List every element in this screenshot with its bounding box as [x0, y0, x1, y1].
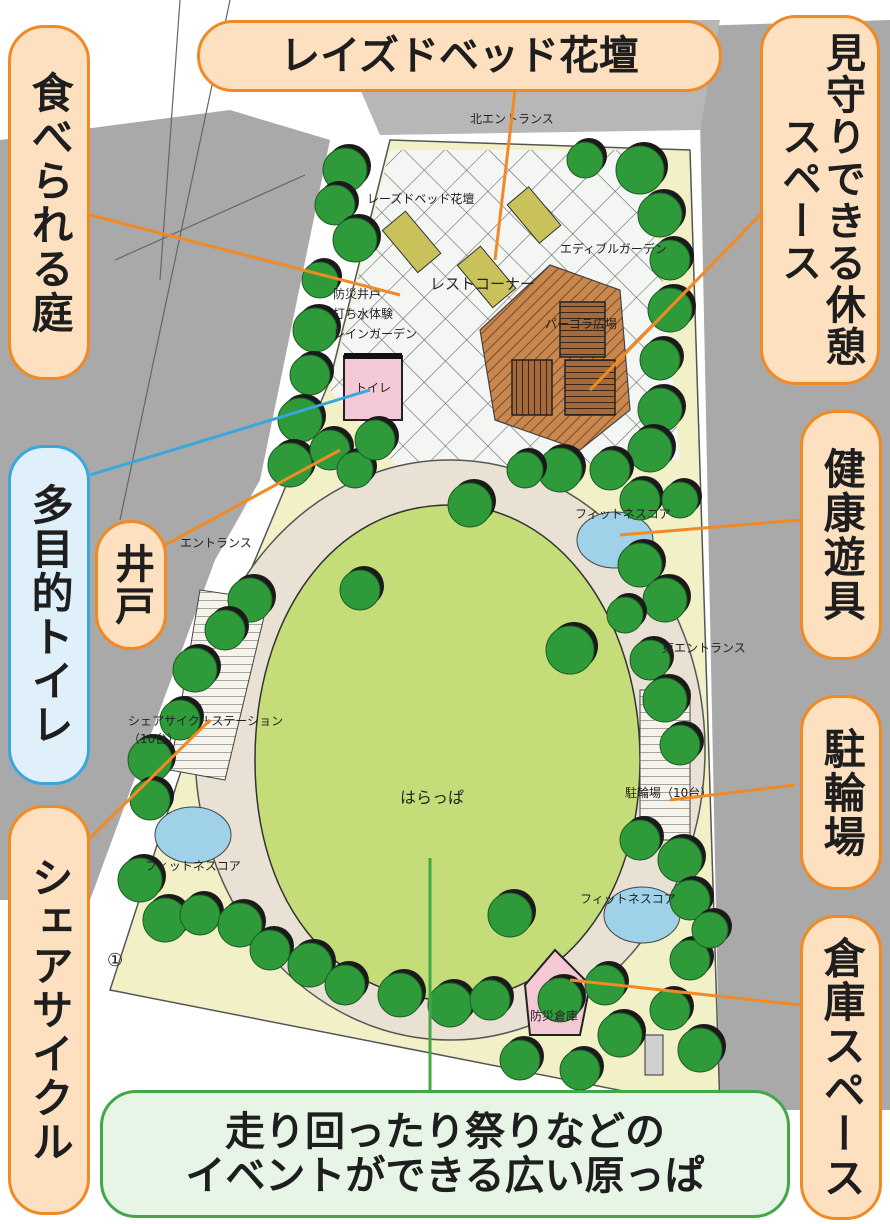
tree — [267, 442, 313, 488]
tree — [606, 596, 644, 634]
pergola-bench-1 — [511, 359, 553, 416]
label-share-cycle-station: シェアサイクルステーション（10台） — [128, 714, 284, 746]
callout-storage: 倉庫スペース — [800, 915, 882, 1220]
tree — [249, 929, 291, 971]
callout-fitness-equipment: 健康遊具 — [800, 410, 882, 660]
tree — [617, 542, 663, 588]
fitness-zone-w — [154, 806, 232, 864]
callout-multipurpose-toilet: 多目的トイレ — [8, 445, 90, 785]
tree — [661, 481, 699, 519]
label-rain-garden: レインガーデン — [333, 327, 418, 341]
label-north-entrance: 北エントランス — [470, 112, 554, 126]
label-storehouse: 防災倉庫 — [530, 1009, 579, 1023]
tree — [332, 217, 378, 263]
tree — [277, 397, 323, 443]
storehouse-small — [644, 1034, 664, 1076]
tree — [589, 449, 631, 491]
tree — [129, 779, 171, 821]
label-raised-flowerbed: レーズドベッド花壇 — [367, 192, 475, 206]
tree — [629, 639, 671, 681]
tree — [642, 677, 688, 723]
tree — [354, 419, 396, 461]
tree — [499, 1039, 541, 1081]
label-pergola: パーゴラ広場 — [545, 317, 618, 331]
callout-watch-rest: 見守りできる休憩スペース — [760, 15, 880, 385]
tree — [657, 837, 703, 883]
tree — [637, 192, 683, 238]
pergola-bench-3 — [564, 359, 616, 416]
tree — [447, 482, 493, 528]
label-disaster-well: 防災井戸 — [333, 287, 382, 301]
callout-bicycle-parking: 駐輪場 — [800, 695, 882, 890]
callout-edible-garden: 食べられる庭 — [8, 25, 90, 380]
callout-open-field: 走り回ったり祭りなどの イベントができる広い原っぱ — [100, 1090, 790, 1218]
tree — [639, 339, 681, 381]
tree — [647, 287, 693, 333]
tree — [615, 145, 665, 195]
tree — [204, 609, 246, 651]
tree — [287, 942, 333, 988]
tree — [469, 979, 511, 1021]
tree — [545, 625, 595, 675]
label-number-mark: ① — [107, 950, 124, 971]
tree — [691, 911, 729, 949]
tree — [584, 964, 626, 1006]
callout-raised-bed: レイズドベッド花壇 — [197, 20, 722, 92]
callout-well: 井戸 — [95, 520, 167, 650]
tree — [619, 819, 661, 861]
tree — [659, 724, 701, 766]
label-fitness-w: フィットネスコア — [145, 859, 241, 873]
tree — [117, 857, 163, 903]
tree — [506, 451, 544, 489]
label-toilet: トイレ — [355, 381, 392, 395]
tree — [172, 647, 218, 693]
raised-bed-2 — [456, 245, 517, 309]
tree — [292, 307, 338, 353]
tree — [669, 879, 711, 921]
tree — [677, 1027, 723, 1073]
tree — [377, 972, 423, 1018]
label-water-sprinkle: 打ち水体験 — [333, 307, 394, 321]
tree — [427, 982, 473, 1028]
label-field: はらっぱ — [400, 788, 465, 807]
label-fitness-se: フィットネスコア — [580, 892, 676, 906]
tree — [642, 577, 688, 623]
tree — [559, 1049, 601, 1091]
tree — [324, 964, 366, 1006]
tree — [566, 141, 604, 179]
label-edible-garden: エディブルガーデン — [560, 242, 667, 256]
label-east-entrance: 東エントランス — [662, 641, 746, 655]
tree — [217, 902, 263, 948]
lawn — [254, 504, 641, 1001]
callout-share-cycle: シェアサイクル — [8, 805, 90, 1215]
callout-open-field-line1: 走り回ったり祭りなどの — [225, 1109, 665, 1155]
callout-open-field-line2: イベントができる広い原っぱ — [185, 1153, 705, 1199]
tree — [627, 427, 673, 473]
tree — [289, 354, 331, 396]
label-bike-parking: 駐輪場（10台） — [625, 786, 713, 800]
tree — [597, 1012, 643, 1058]
label-rest-corner: レストコーナー — [430, 275, 536, 293]
label-fitness-ne: フィットネスコア — [575, 507, 671, 521]
raised-bed-3 — [506, 186, 562, 244]
tree — [339, 569, 381, 611]
tree — [179, 894, 221, 936]
tree — [487, 892, 533, 938]
label-west-entrance: エントランス — [180, 536, 252, 550]
tree — [649, 989, 691, 1031]
